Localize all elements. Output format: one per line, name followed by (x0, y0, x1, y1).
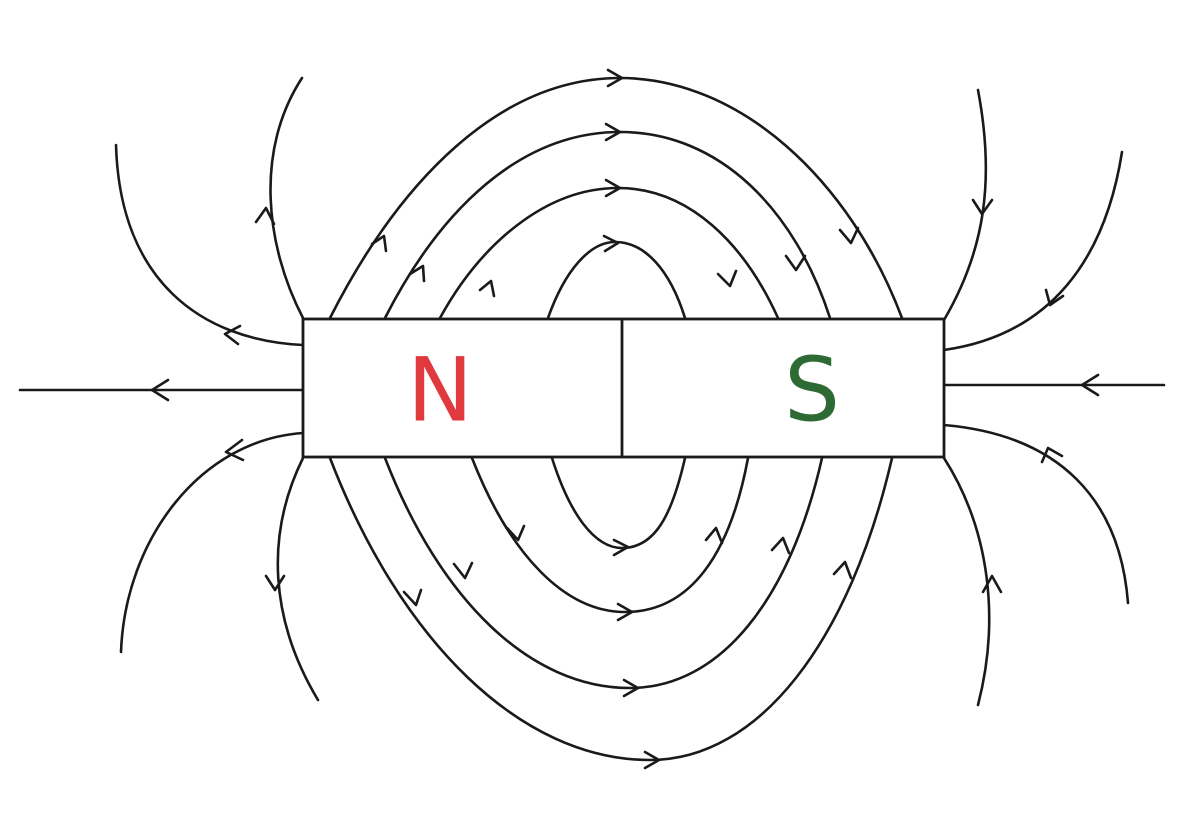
arrow-icon (264, 574, 286, 592)
arrow-icon (602, 234, 620, 253)
arrow-icon (604, 122, 622, 142)
arrow-icon (832, 560, 853, 580)
arrow-icon (505, 524, 526, 542)
field-line-upper-4 (546, 240, 687, 320)
arrow-icon (606, 68, 624, 88)
field-line-right-top-curve (942, 150, 1124, 352)
lower-field-loops (328, 456, 894, 762)
south-pole-label: S (784, 339, 840, 442)
south-open-field-lines (942, 88, 1166, 707)
arrow-icon (971, 198, 994, 216)
field-line-left-bottom-curve (119, 431, 305, 654)
north-pole-label: N (407, 339, 473, 442)
arrow-icon (150, 378, 170, 402)
arrow-icon (604, 178, 622, 198)
field-line-lower-1 (328, 456, 894, 762)
arrow-icon (643, 750, 661, 770)
arrow-icon (784, 254, 807, 272)
field-line-left-bottom-steep (276, 456, 320, 702)
arrow-icon (622, 678, 640, 698)
arrow-icon (704, 526, 724, 545)
arrow-icon (981, 574, 1003, 594)
field-line-lower-3 (470, 456, 750, 614)
field-line-right-top-steep (942, 88, 988, 322)
field-line-right-bottom-curve (942, 423, 1130, 605)
field-line-left-top-steep (269, 76, 305, 320)
field-line-upper-3 (438, 186, 780, 320)
field-line-lower-2 (383, 456, 824, 690)
field-direction-arrows (150, 68, 1100, 770)
arrow-icon (1080, 373, 1100, 397)
arrow-icon (616, 602, 634, 622)
bar-magnet: N S (301, 317, 946, 459)
north-open-field-lines (18, 76, 320, 702)
arrow-icon (770, 536, 791, 555)
arrow-icon (612, 538, 630, 557)
magnet-body (301, 317, 946, 459)
arrow-icon (223, 324, 242, 346)
arrow-icon (254, 206, 276, 226)
field-line-left-top-curve (114, 143, 305, 347)
arrow-icon (370, 234, 388, 253)
arrow-icon (224, 438, 245, 462)
arrow-icon (478, 279, 496, 298)
arrow-icon (1044, 288, 1065, 307)
arrow-icon (408, 264, 426, 283)
arrow-icon (716, 269, 738, 288)
field-line-right-bottom-steep (942, 456, 991, 707)
upper-field-loops (328, 76, 904, 320)
arrow-icon (838, 226, 860, 245)
arrow-icon (402, 588, 423, 607)
arrow-icon (452, 561, 474, 580)
arrow-icon (1040, 446, 1064, 464)
field-line-lower-4 (550, 456, 687, 550)
